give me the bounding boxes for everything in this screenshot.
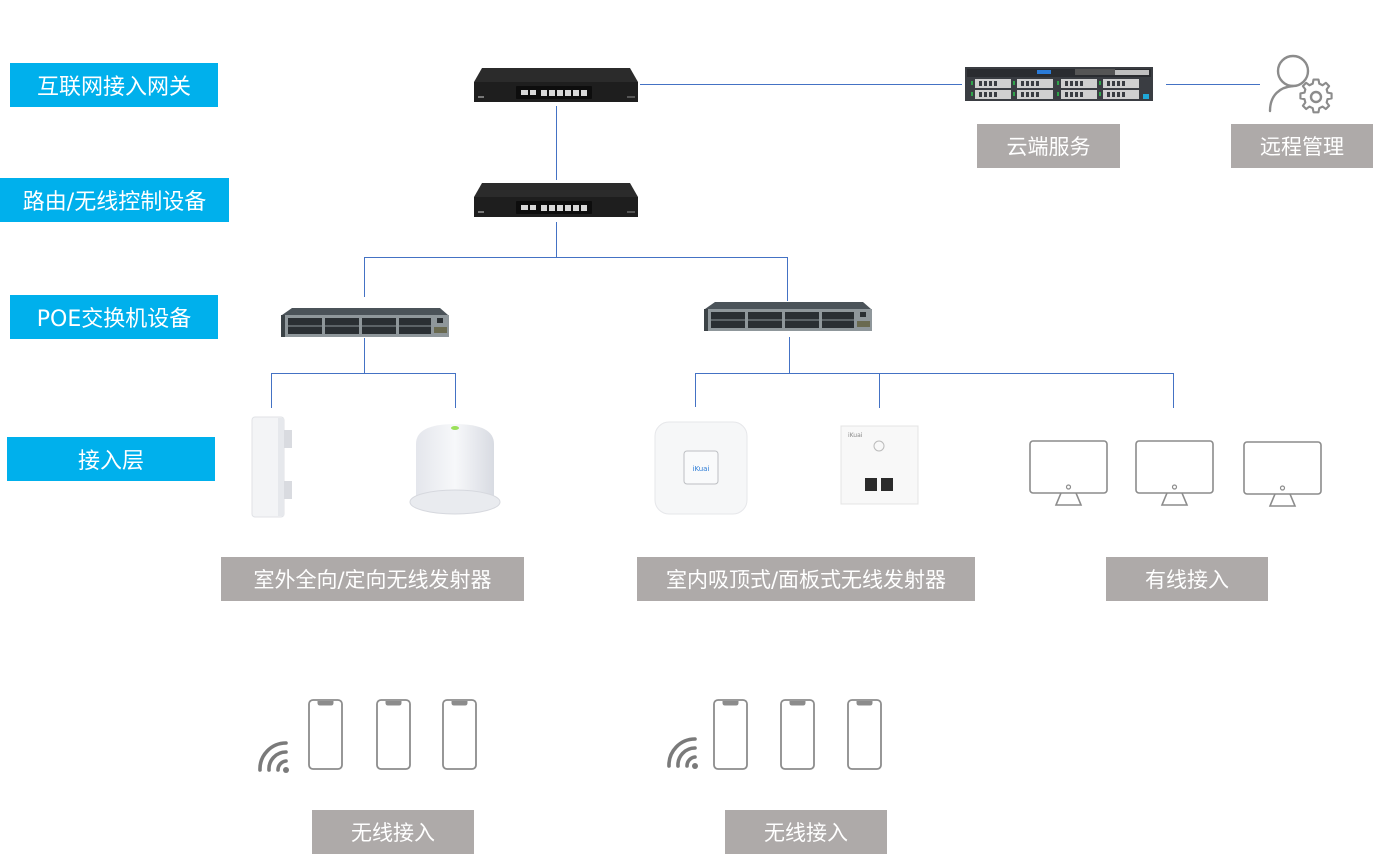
indoor-ap-caption: 室内吸顶式/面板式无线发射器: [637, 557, 975, 601]
router-device: [472, 181, 640, 219]
outdoor-omni-ap: [408, 418, 502, 518]
phone-icon-3: [442, 699, 478, 771]
phone-icon-1: [308, 699, 344, 771]
phone-icon-5: [780, 699, 816, 771]
wifi-icon-left: [256, 739, 292, 775]
wireless-access-caption-left: 无线接入: [312, 810, 474, 854]
layer-label-router: 路由/无线控制设备: [0, 178, 229, 222]
connector-switch-right-bus: [695, 373, 1174, 374]
connector-to-outdoor-ap: [271, 373, 272, 408]
connector-to-wired: [1173, 374, 1174, 408]
connector-cloud-remote: [1166, 84, 1260, 85]
gateway-device: [472, 66, 640, 104]
cloud-service-label: 云端服务: [977, 124, 1120, 168]
monitor-icon-1: [1029, 440, 1109, 508]
connector-gateway-cloud: [640, 84, 962, 85]
brand-mark-panel: iKuai: [848, 432, 863, 439]
layer-label-poe-switch: POE交换机设备: [10, 295, 218, 339]
connector-to-switch-left: [364, 257, 365, 297]
wifi-icon-right: [665, 735, 701, 771]
monitor-icon-3: [1243, 441, 1323, 509]
indoor-ceiling-ap: iKuai: [654, 421, 748, 517]
layer-label-gateway: 互联网接入网关: [10, 63, 218, 107]
cloud-server-device: [965, 66, 1153, 102]
connector-router-bus: [364, 257, 788, 258]
connector-to-panel-ap: [879, 373, 880, 408]
remote-management-label: 远程管理: [1231, 124, 1373, 168]
wireless-access-caption-right: 无线接入: [725, 810, 887, 854]
connector-gateway-router: [556, 106, 557, 180]
connector-switch-right-down: [789, 337, 790, 374]
connector-to-dome-ap: [455, 373, 456, 408]
user-gear-icon: [1266, 51, 1338, 115]
connector-router-down: [556, 222, 557, 257]
connector-to-ceiling-ap: [695, 373, 696, 407]
brand-mark-ceiling: iKuai: [693, 465, 710, 473]
wired-access-caption: 有线接入: [1106, 557, 1268, 601]
poe-switch-right: [703, 301, 873, 333]
connector-switch-left-bus: [271, 373, 456, 374]
monitor-icon-2: [1135, 440, 1215, 508]
phone-icon-6: [847, 699, 883, 771]
connector-to-switch-right: [787, 257, 788, 301]
phone-icon-2: [376, 699, 412, 771]
phone-icon-4: [713, 699, 749, 771]
outdoor-directional-ap: [250, 415, 294, 519]
indoor-panel-ap: iKuai: [840, 425, 920, 505]
layer-label-access: 接入层: [7, 437, 215, 481]
poe-switch-left: [280, 307, 450, 339]
connector-switch-left-down: [364, 338, 365, 374]
outdoor-ap-caption: 室外全向/定向无线发射器: [221, 557, 524, 601]
